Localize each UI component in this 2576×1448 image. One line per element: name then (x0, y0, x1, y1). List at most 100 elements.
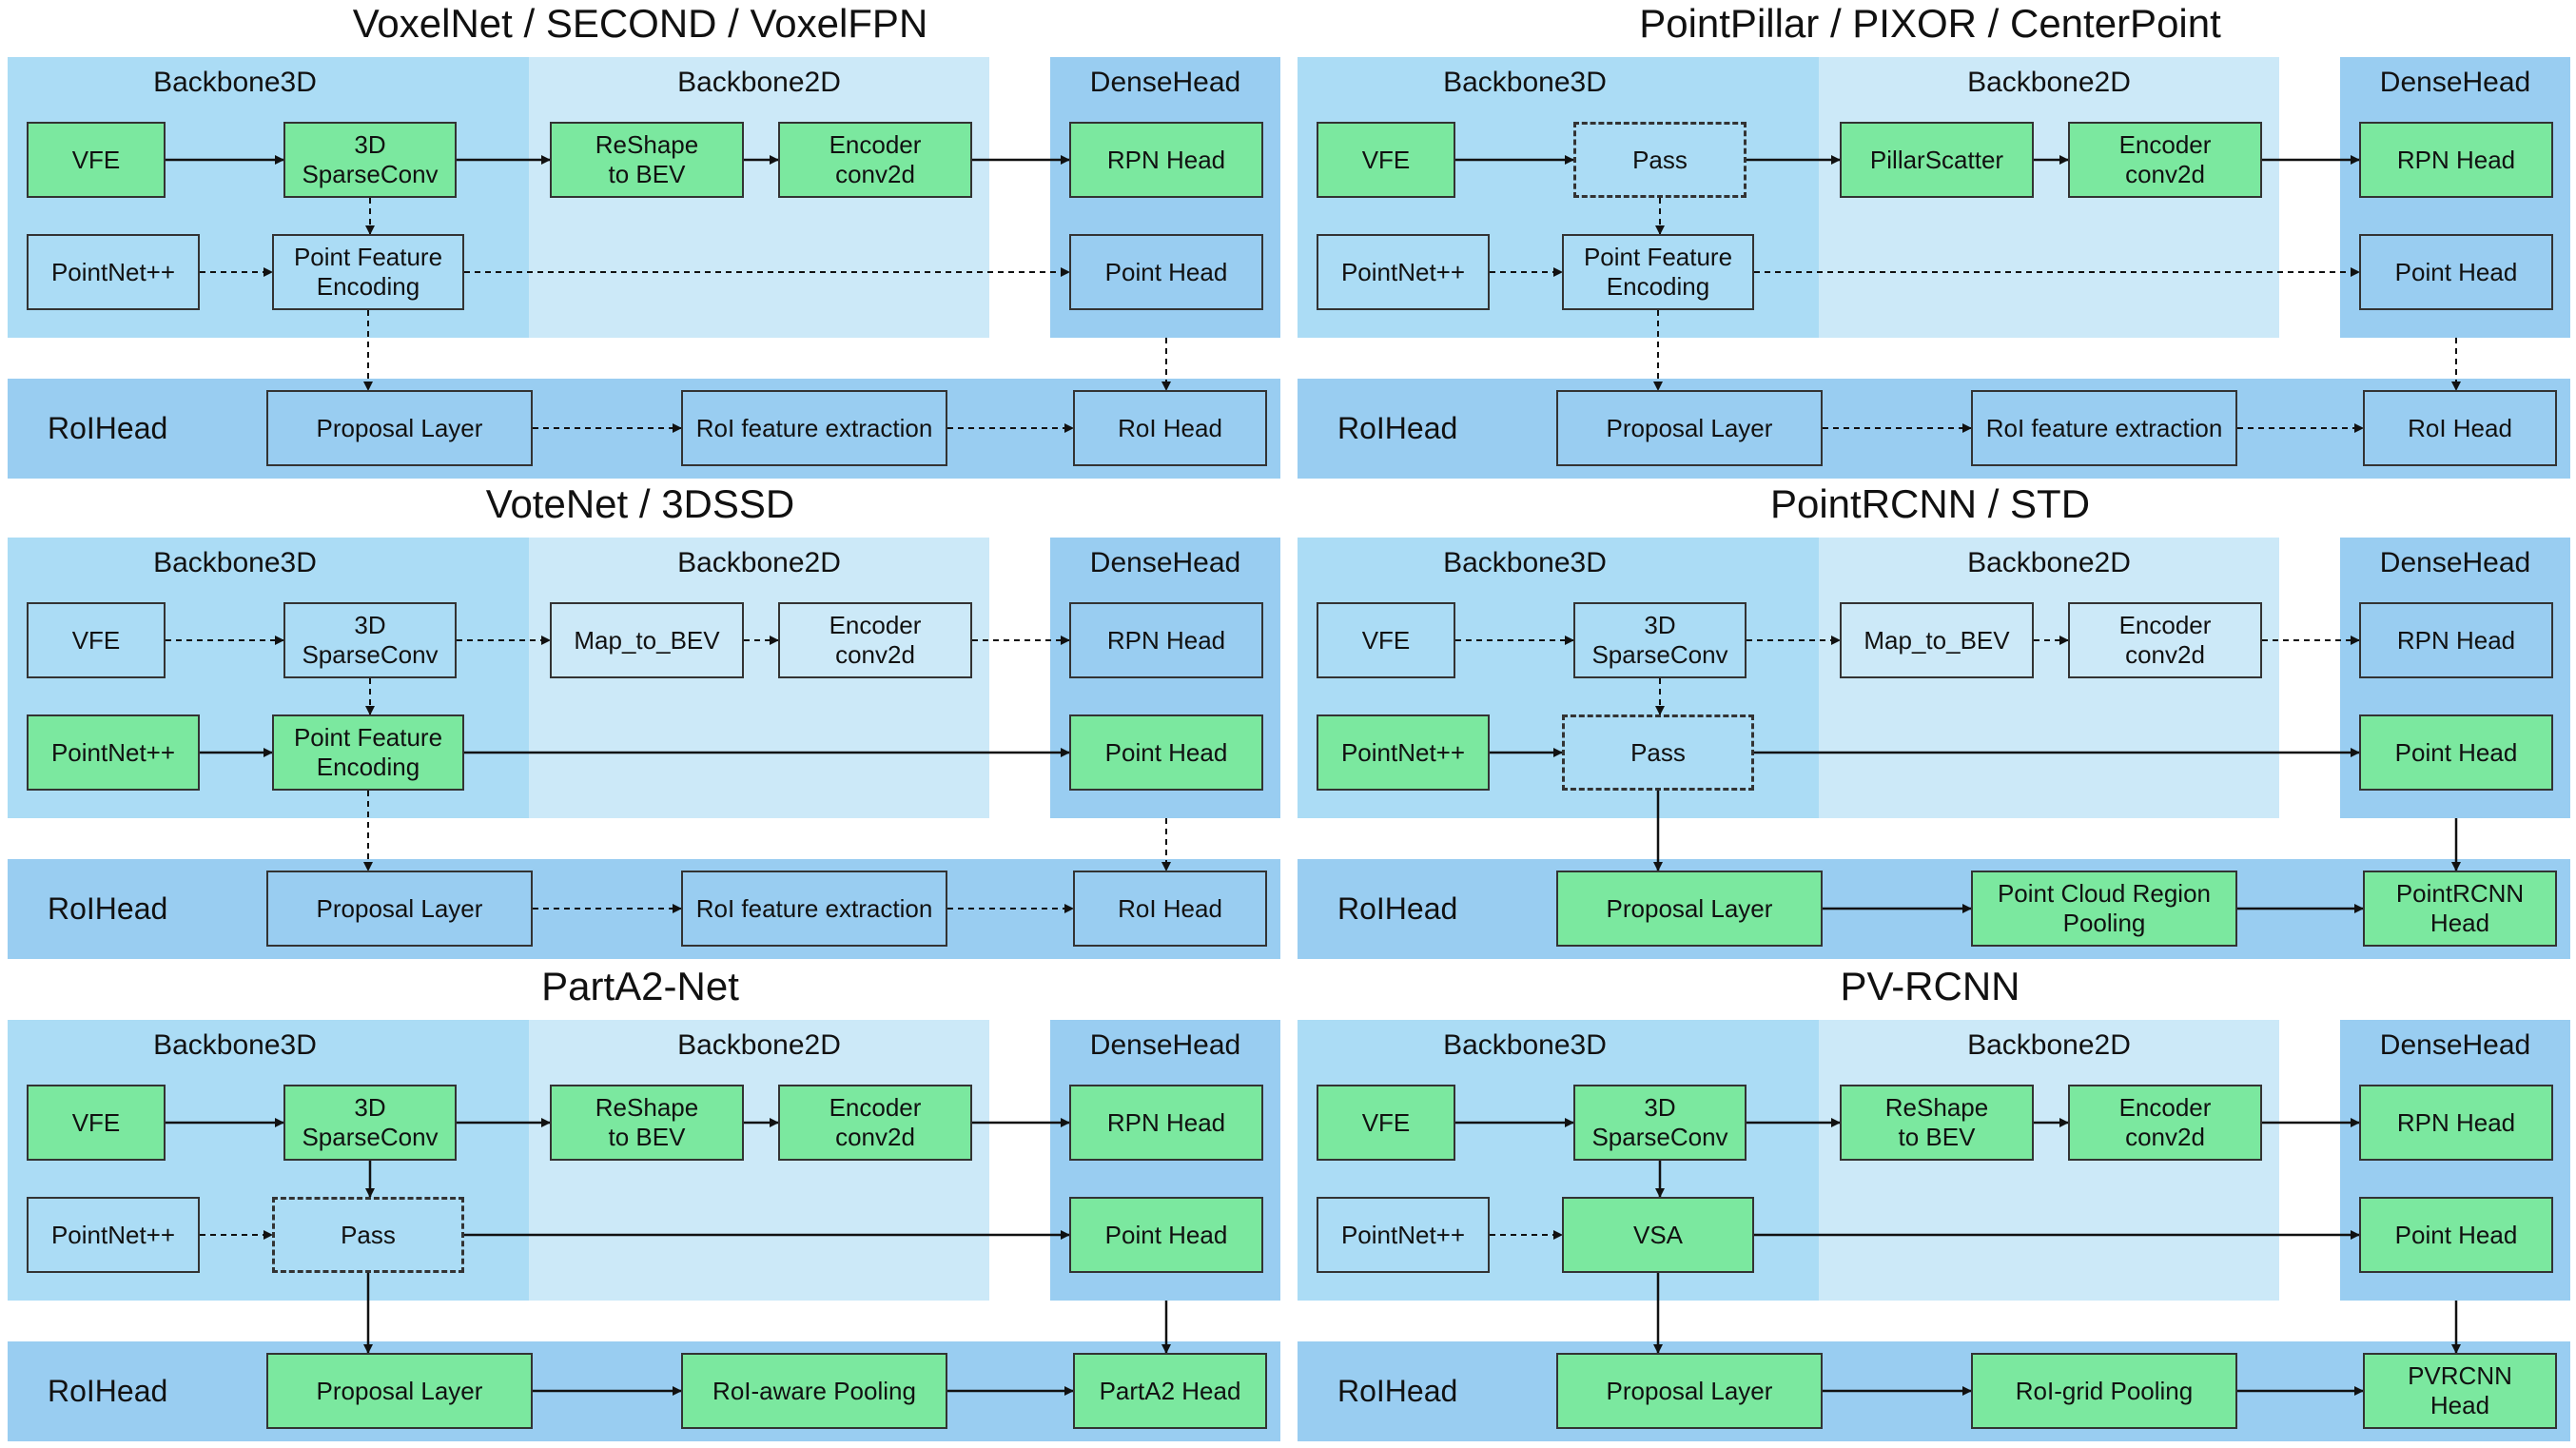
node-rpn: RPN Head (1069, 1085, 1263, 1161)
node-ph: Point Head (1069, 714, 1263, 791)
node-vfe-label: VFE (1361, 145, 1411, 174)
node-pn: PointNet++ (27, 714, 200, 791)
node-rpn-label: RPN Head (1106, 625, 1226, 655)
node-enc-label: Encoder conv2d (829, 1093, 922, 1151)
node-roi-label: RoI-grid Pooling (2015, 1376, 2194, 1405)
node-b3: 3D SparseConv (1573, 602, 1747, 678)
densehead-label: DenseHead (2379, 1029, 2531, 1061)
backbone3d-label: Backbone3D (1443, 67, 1607, 98)
node-prop-label: Proposal Layer (316, 1376, 483, 1405)
node-map-label: PillarScatter (1869, 145, 2004, 174)
node-vfe: VFE (1317, 122, 1455, 198)
node-prop: Proposal Layer (266, 390, 533, 466)
backbone3d-label: Backbone3D (1443, 547, 1607, 578)
densehead-label: DenseHead (1089, 547, 1241, 578)
densehead-label: DenseHead (2379, 67, 2531, 98)
node-roi: RoI feature extraction (681, 871, 947, 947)
node-rpn-label: RPN Head (1106, 1107, 1226, 1137)
node-pfe: Point Feature Encoding (272, 234, 464, 310)
node-b3: Pass (1573, 122, 1747, 198)
backbone2d-label: Backbone2D (677, 67, 841, 98)
node-prop: Proposal Layer (1556, 871, 1823, 947)
node-pn: PointNet++ (1317, 234, 1490, 310)
node-vfe: VFE (27, 1085, 166, 1161)
node-rpn: RPN Head (2359, 602, 2553, 678)
node-prop-label: Proposal Layer (1606, 413, 1773, 442)
node-b3-label: 3D SparseConv (302, 611, 439, 669)
node-roi-label: RoI feature extraction (695, 893, 933, 923)
node-head-label: PartA2 Head (1099, 1376, 1241, 1405)
backbone2d-label: Backbone2D (677, 547, 841, 578)
node-map-label: ReShape to BEV (595, 130, 699, 188)
backbone3d-label: Backbone3D (1443, 1029, 1607, 1061)
node-pn: PointNet++ (27, 1197, 200, 1273)
node-pfe-label: Pass (341, 1220, 396, 1249)
panel-title: VoxelNet / SECOND / VoxelFPN (352, 1, 928, 46)
roihead-label: RoIHead (1337, 891, 1458, 926)
node-pn-label: PointNet++ (50, 737, 176, 767)
node-pfe-label: Point Feature Encoding (293, 723, 443, 781)
node-enc: Encoder conv2d (778, 602, 972, 678)
node-ph: Point Head (1069, 234, 1263, 310)
node-head: PointRCNN Head (2363, 871, 2557, 947)
node-pfe-label: Point Feature Encoding (293, 243, 443, 301)
node-head: PartA2 Head (1073, 1353, 1267, 1429)
backbone2d-label: Backbone2D (1967, 67, 2131, 98)
node-pn: PointNet++ (27, 234, 200, 310)
node-rpn: RPN Head (2359, 1085, 2553, 1161)
node-ph: Point Head (2359, 234, 2553, 310)
roihead-label: RoIHead (1337, 411, 1458, 445)
roihead-label: RoIHead (48, 891, 168, 926)
node-map: PillarScatter (1840, 122, 2034, 198)
node-head: RoI Head (2363, 390, 2557, 466)
roihead-label: RoIHead (1337, 1374, 1458, 1408)
node-ph-label: Point Head (2394, 257, 2518, 286)
node-head: RoI Head (1073, 871, 1267, 947)
roihead-label: RoIHead (48, 411, 168, 445)
node-pn: PointNet++ (1317, 1197, 1490, 1273)
node-ph: Point Head (2359, 1197, 2553, 1273)
node-roi-label: Point Cloud Region Pooling (1997, 879, 2212, 937)
node-b3-label: 3D SparseConv (302, 130, 439, 188)
node-rpn-label: RPN Head (2396, 1107, 2516, 1137)
node-ph-label: Point Head (2394, 1220, 2518, 1249)
node-vfe: VFE (27, 122, 166, 198)
node-enc-label: Encoder conv2d (2118, 1093, 2212, 1151)
node-vfe-label: VFE (71, 145, 121, 174)
node-roi: RoI feature extraction (1971, 390, 2237, 466)
node-vfe: VFE (27, 602, 166, 678)
node-pfe: Point Feature Encoding (1562, 234, 1754, 310)
node-enc: Encoder conv2d (2068, 122, 2262, 198)
node-prop-label: Proposal Layer (1606, 1376, 1773, 1405)
backbone3d-label: Backbone3D (153, 67, 317, 98)
node-pfe-label: VSA (1632, 1220, 1684, 1249)
node-prop: Proposal Layer (266, 1353, 533, 1429)
node-pn-label: PointNet++ (1340, 257, 1466, 286)
node-head-label: PointRCNN Head (2395, 879, 2525, 937)
node-ph: Point Head (1069, 1197, 1263, 1273)
densehead-label: DenseHead (1089, 1029, 1241, 1061)
node-head-label: PVRCNN Head (2408, 1361, 2512, 1419)
backbone2d-label: Backbone2D (1967, 1029, 2131, 1061)
node-ph-label: Point Head (1104, 1220, 1228, 1249)
node-b3: 3D SparseConv (1573, 1085, 1747, 1161)
node-pfe: VSA (1562, 1197, 1754, 1273)
node-prop: Proposal Layer (266, 871, 533, 947)
panel-title: PointPillar / PIXOR / CenterPoint (1639, 1, 2221, 46)
node-pn-label: PointNet++ (50, 1220, 176, 1249)
node-pfe: Point Feature Encoding (272, 714, 464, 791)
node-prop-label: Proposal Layer (1606, 893, 1773, 923)
node-vfe-label: VFE (71, 1107, 121, 1137)
node-map: ReShape to BEV (1840, 1085, 2034, 1161)
node-head-label: RoI Head (1118, 413, 1222, 442)
node-enc-label: Encoder conv2d (829, 611, 922, 669)
node-pfe-label: Pass (1630, 737, 1686, 767)
node-map-label: ReShape to BEV (1884, 1093, 1989, 1151)
node-b3-label: Pass (1632, 145, 1688, 174)
node-enc-label: Encoder conv2d (829, 130, 922, 188)
